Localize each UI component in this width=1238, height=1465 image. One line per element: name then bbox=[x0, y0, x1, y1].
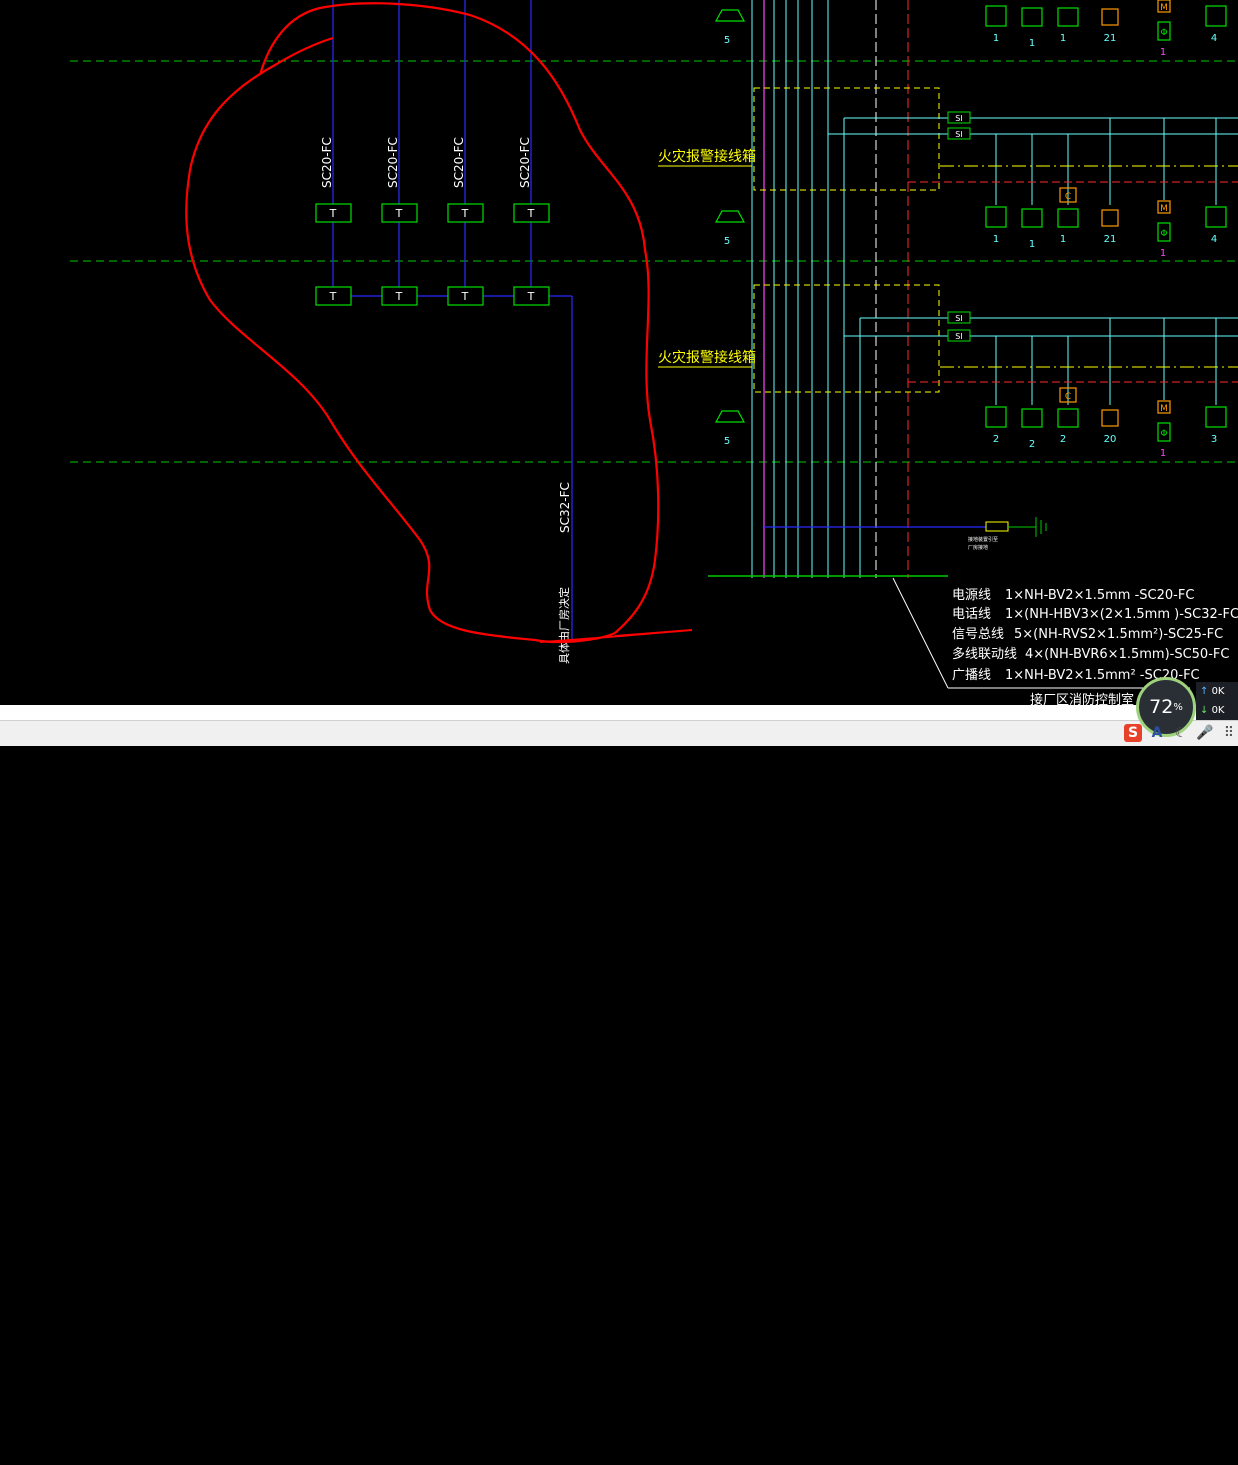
svg-text:电话线: 电话线 bbox=[952, 607, 991, 622]
svg-text:C: C bbox=[1065, 392, 1071, 402]
cable-legend: 电源线 1×NH-BV2×1.5mm -SC20-FC 电话线 1×(NH-HBV3… bbox=[952, 588, 1238, 708]
svg-text:2: 2 bbox=[1060, 434, 1066, 445]
gauge-unit: % bbox=[1173, 701, 1183, 713]
net-up: 0K bbox=[1211, 686, 1225, 697]
svg-text:2: 2 bbox=[1029, 439, 1035, 450]
svg-text:1: 1 bbox=[993, 33, 999, 44]
status-bar: 模型中的标注比例: 1 bbox=[0, 720, 1238, 1464]
dots-icon[interactable]: ⠿ bbox=[1223, 725, 1235, 741]
conduit-label: SC20-FC bbox=[452, 137, 466, 188]
svg-text:T: T bbox=[527, 290, 535, 303]
svg-text:M: M bbox=[1160, 204, 1168, 214]
svg-text:M: M bbox=[1160, 404, 1168, 414]
feeder-lines bbox=[828, 117, 1238, 337]
svg-text:1: 1 bbox=[1029, 38, 1035, 49]
svg-text:21: 21 bbox=[1104, 33, 1117, 44]
terminal-labels: T T T T T T T T bbox=[329, 207, 535, 303]
junction-boxes[interactable] bbox=[753, 87, 940, 393]
svg-text:21: 21 bbox=[1104, 234, 1117, 245]
svg-text:SI: SI bbox=[955, 130, 962, 139]
svg-text:Φ: Φ bbox=[1160, 28, 1167, 38]
svg-text:T: T bbox=[461, 290, 469, 303]
svg-text:火灾报警接线箱: 火灾报警接线箱 bbox=[658, 349, 756, 366]
vertical-note: 具体由厂房决定 bbox=[557, 587, 571, 664]
svg-text:1: 1 bbox=[1160, 248, 1166, 259]
junction-box-labels: 火灾报警接线箱 火灾报警接线箱 bbox=[658, 148, 756, 366]
svg-text:1: 1 bbox=[1060, 33, 1066, 44]
cad-drawing-canvas[interactable]: SC20-FC SC20-FC SC20-FC SC20-FC SC32-FC … bbox=[0, 0, 1238, 708]
ime-tray: S A ☾ 🎤 ⠿ bbox=[1124, 722, 1238, 744]
svg-text:厂房接地: 厂房接地 bbox=[968, 544, 988, 551]
svg-text:4×(NH-BVR6×1.5mm)-SC50-FC: 4×(NH-BVR6×1.5mm)-SC50-FC bbox=[1025, 647, 1229, 662]
conduit-label: SC20-FC bbox=[386, 137, 400, 188]
svg-text:T: T bbox=[395, 207, 403, 220]
conduit-label: SC20-FC bbox=[518, 137, 532, 188]
svg-text:5: 5 bbox=[724, 236, 730, 247]
cad-drawing[interactable]: SC20-FC SC20-FC SC20-FC SC20-FC SC32-FC … bbox=[0, 0, 1238, 708]
svg-text:多线联动线: 多线联动线 bbox=[952, 646, 1017, 662]
canvas-scroll-strip[interactable] bbox=[0, 705, 1238, 720]
svg-text:电源线: 电源线 bbox=[952, 588, 991, 603]
red-markup-outline bbox=[185, 2, 660, 644]
memory-gauge[interactable]: 72% bbox=[1136, 677, 1196, 737]
svg-text:3: 3 bbox=[1211, 434, 1217, 445]
device-symbols[interactable] bbox=[714, 0, 1227, 442]
red-markup-tail bbox=[539, 629, 693, 643]
svg-text:1: 1 bbox=[1060, 234, 1066, 245]
svg-text:1: 1 bbox=[1160, 47, 1166, 58]
network-speed: ↑ 0K ↓ 0K bbox=[1196, 682, 1238, 720]
svg-text:5×(NH-RVS2×1.5mm²)-SC25-FC: 5×(NH-RVS2×1.5mm²)-SC25-FC bbox=[1014, 627, 1223, 642]
device-drops bbox=[995, 118, 1217, 405]
svg-text:1: 1 bbox=[1029, 239, 1035, 250]
gauge-value: 72 bbox=[1149, 696, 1174, 718]
svg-text:1×NH-BV2×1.5mm² -SC20-FC: 1×NH-BV2×1.5mm² -SC20-FC bbox=[1005, 668, 1200, 683]
svg-text:1×(NH-HBV3×(2×1.5mm )-SC32-FC: 1×(NH-HBV3×(2×1.5mm )-SC32-FC bbox=[1005, 607, 1238, 622]
svg-text:T: T bbox=[527, 207, 535, 220]
svg-text:接厂区消防控制室: 接厂区消防控制室 bbox=[1030, 692, 1134, 705]
si-modules[interactable] bbox=[947, 111, 971, 342]
sogou-icon[interactable]: S bbox=[1124, 724, 1142, 742]
svg-text:4: 4 bbox=[1211, 33, 1217, 44]
annotation-scale-label: 模型中的标注比例: 1 bbox=[123, 1450, 235, 1464]
svg-text:SI: SI bbox=[955, 114, 962, 123]
svg-text:1: 1 bbox=[1160, 448, 1166, 459]
svg-text:T: T bbox=[329, 290, 337, 303]
ime-a-icon[interactable]: A bbox=[1151, 725, 1163, 741]
svg-text:T: T bbox=[395, 290, 403, 303]
svg-text:20: 20 bbox=[1104, 434, 1117, 445]
svg-text:火灾报警接线箱: 火灾报警接线箱 bbox=[658, 148, 756, 165]
svg-text:T: T bbox=[461, 207, 469, 220]
svg-text:Φ: Φ bbox=[1160, 429, 1167, 439]
svg-text:4: 4 bbox=[1211, 234, 1217, 245]
conduit-verticals bbox=[316, 0, 573, 640]
svg-text:SI: SI bbox=[955, 332, 962, 341]
svg-text:T: T bbox=[329, 207, 337, 220]
svg-text:5: 5 bbox=[724, 436, 730, 447]
microphone-icon[interactable]: 🎤 bbox=[1196, 725, 1214, 741]
device-letter-labels: M M M C C Φ Φ Φ bbox=[1065, 3, 1168, 439]
si-labels: SI SI SI SI bbox=[955, 114, 962, 341]
moon-icon[interactable]: ☾ bbox=[1174, 725, 1188, 741]
conduit-label: SC20-FC bbox=[320, 137, 334, 188]
svg-text:SI: SI bbox=[955, 314, 962, 323]
svg-text:Φ: Φ bbox=[1160, 229, 1167, 239]
svg-text:2: 2 bbox=[993, 434, 999, 445]
conduit-label-group: SC20-FC SC20-FC SC20-FC SC20-FC SC32-FC … bbox=[320, 137, 572, 664]
svg-text:信号总线: 信号总线 bbox=[952, 627, 1004, 642]
svg-text:接地装置引至: 接地装置引至 bbox=[968, 536, 998, 543]
vertical-conduit-label: SC32-FC bbox=[558, 482, 572, 533]
svg-text:5: 5 bbox=[724, 35, 730, 46]
signal-bus: 接地装置引至 厂房接地 bbox=[708, 0, 1047, 578]
svg-text:1×NH-BV2×1.5mm -SC20-FC: 1×NH-BV2×1.5mm -SC20-FC bbox=[1005, 588, 1194, 603]
svg-text:M: M bbox=[1160, 3, 1168, 13]
net-down: 0K bbox=[1211, 705, 1225, 716]
svg-text:C: C bbox=[1065, 192, 1071, 202]
terminal-boxes[interactable] bbox=[315, 203, 550, 306]
svg-text:广播线: 广播线 bbox=[952, 668, 991, 683]
svg-text:1: 1 bbox=[993, 234, 999, 245]
